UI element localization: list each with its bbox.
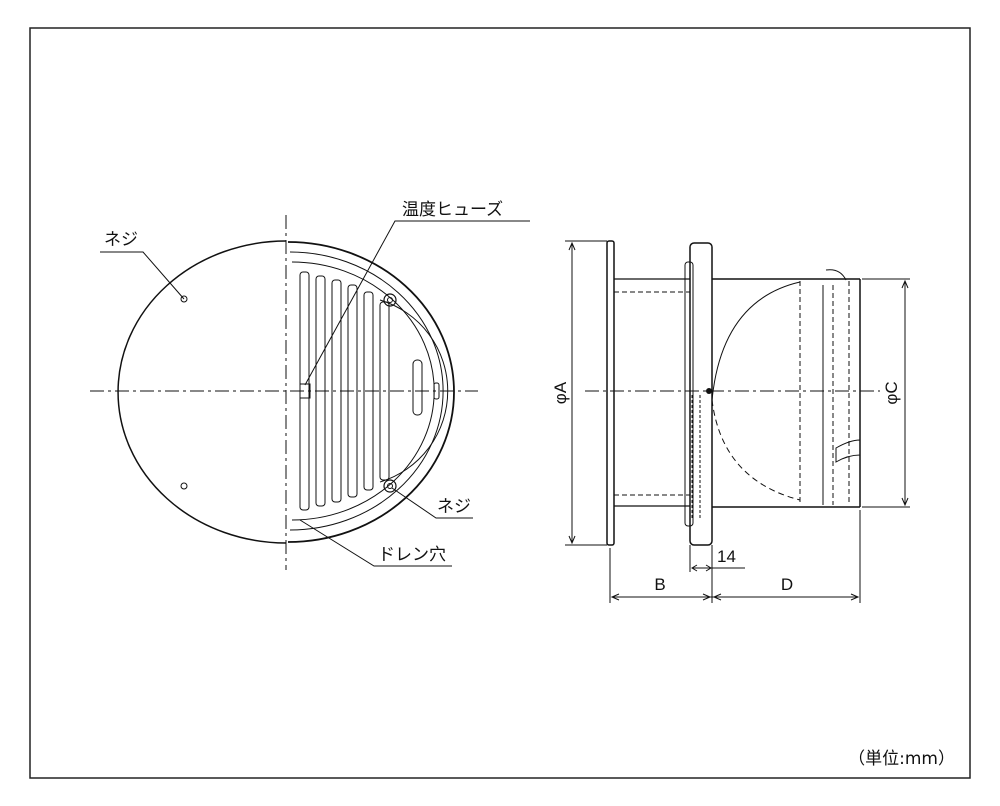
slot xyxy=(412,359,423,416)
outer-flange xyxy=(606,240,615,546)
dim-d: D xyxy=(781,575,793,594)
label-drain-hole: ドレン穴 xyxy=(378,545,446,565)
screw-icon xyxy=(180,482,188,490)
dim-b: B xyxy=(654,575,665,594)
screw-icon xyxy=(383,479,397,493)
side-view xyxy=(565,240,910,603)
dimension-lines xyxy=(565,240,910,603)
leader-lines xyxy=(100,220,530,567)
screw-icon xyxy=(383,293,397,307)
drawing-frame xyxy=(29,27,971,779)
damper-arc-hidden xyxy=(711,399,801,501)
dim-phi-a: φA xyxy=(551,381,570,404)
front-view xyxy=(90,215,530,570)
label-temperature-fuse: 温度ヒューズ xyxy=(402,200,503,220)
screw-icon xyxy=(180,295,188,303)
dim-14: 14 xyxy=(717,547,736,566)
dim-phi-c: φC xyxy=(882,381,901,404)
damper-arc xyxy=(711,281,801,401)
inner-rim xyxy=(289,251,444,531)
inner-ring xyxy=(379,299,449,483)
cover-right-half xyxy=(287,241,455,543)
grille-flange-inner xyxy=(684,261,694,527)
label-screw-top: ネジ xyxy=(104,230,138,250)
slot-small xyxy=(433,382,440,400)
unit-label: （単位:mm） xyxy=(848,749,955,769)
cover-left-half xyxy=(117,240,287,544)
label-screw-bottom: ネジ xyxy=(437,497,471,517)
